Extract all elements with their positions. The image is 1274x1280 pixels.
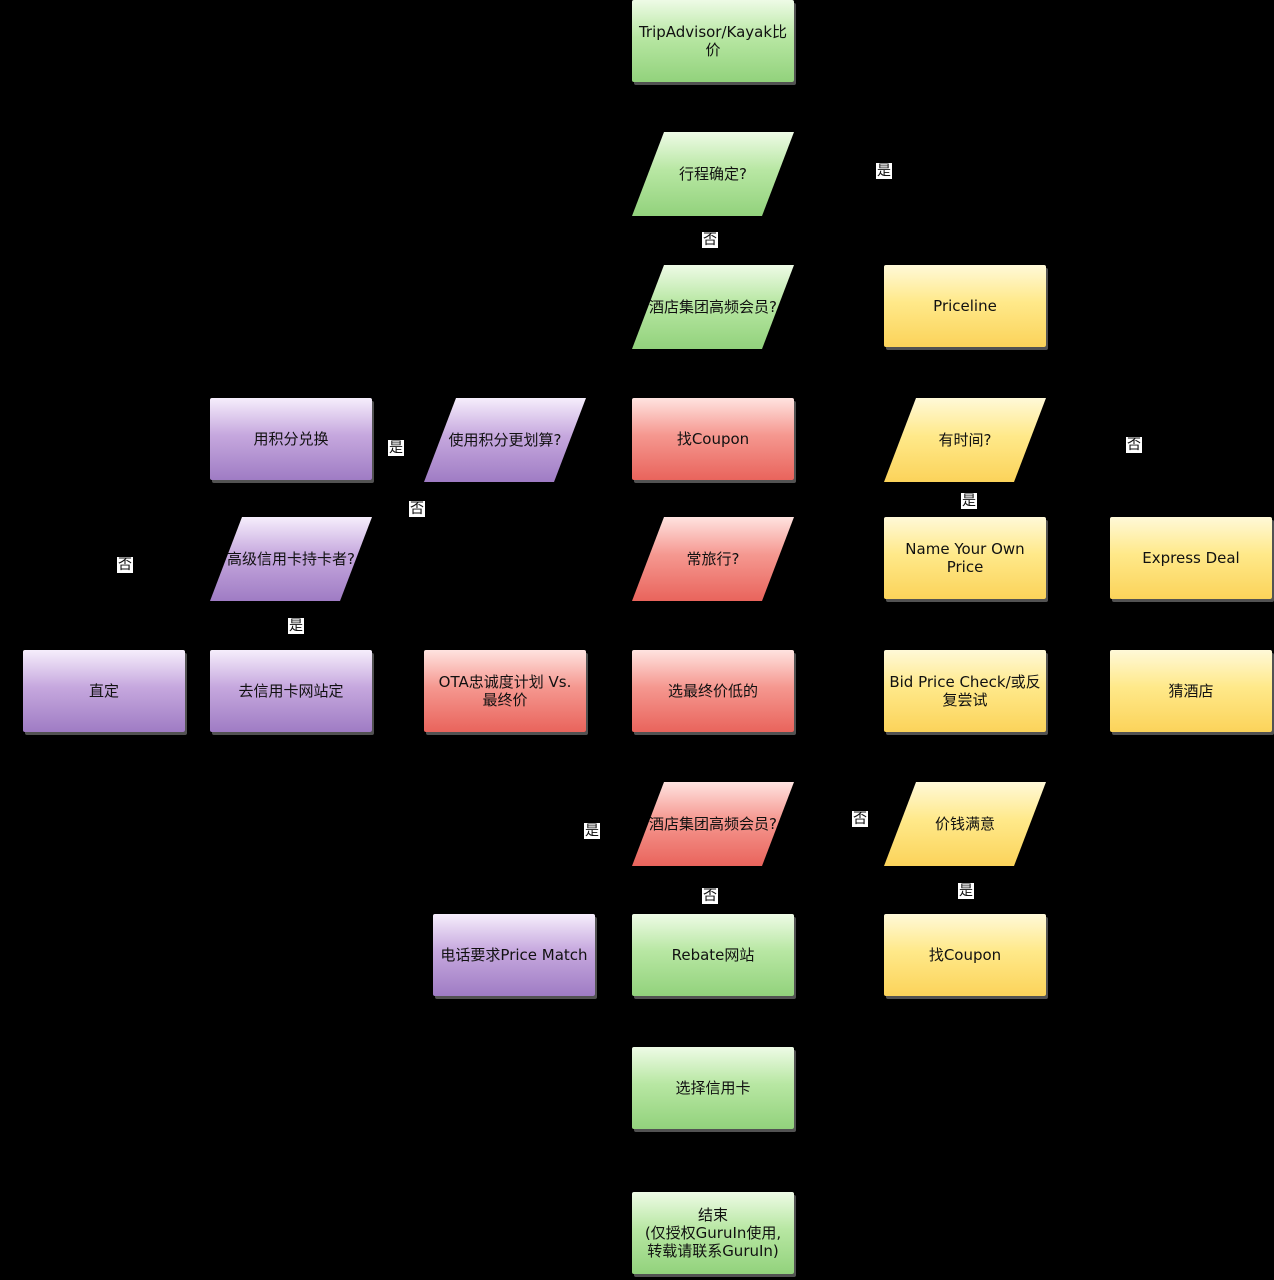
end-node-label: 结束 (仅授权GuruIn使用, 转载请联系GuruIn) [644, 1206, 782, 1260]
edge-label-card-yes: 是 [288, 618, 304, 634]
premium-card-decision: 高级信用卡持卡者? [210, 517, 372, 601]
frequent-travel-decision-label: 常旅行? [686, 550, 740, 568]
edge-label-member2-no: 否 [702, 888, 718, 904]
book-direct-node: 直定 [23, 650, 185, 732]
find-coupon-node-1-label: 找Coupon [676, 430, 750, 448]
frequent-travel-decision: 常旅行? [632, 517, 794, 601]
guess-hotel-node-label: 猜酒店 [1168, 682, 1214, 700]
choose-card-node-label: 选择信用卡 [675, 1079, 751, 1097]
find-coupon-node-2: 找Coupon [884, 914, 1046, 996]
edge-label-time-yes: 是 [961, 493, 977, 509]
edge-label-price-yes: 是 [958, 883, 974, 899]
priceline-node: Priceline [884, 265, 1046, 347]
edge-label-time-no: 否 [1126, 437, 1142, 453]
edge-label-points-no: 否 [409, 501, 425, 517]
ota-loyalty-node-label: OTA忠诚度计划 Vs. 最终价 [438, 673, 572, 709]
redeem-points-node-label: 用积分兑换 [253, 430, 329, 448]
bid-check-node: Bid Price Check/或反 复尝试 [884, 650, 1046, 732]
hotel-member-decision-1: 酒店集团高频会员? [632, 265, 794, 349]
edge-label-itinerary-yes: 是 [876, 163, 892, 179]
book-direct-node-label: 直定 [88, 682, 119, 700]
lowest-price-node-label: 选最终价低的 [667, 682, 758, 700]
edge-label-card-no: 否 [117, 557, 133, 573]
find-coupon-node-1: 找Coupon [632, 398, 794, 480]
have-time-decision: 有时间? [884, 398, 1046, 482]
premium-card-decision-label: 高级信用卡持卡者? [227, 550, 355, 568]
card-site-node-label: 去信用卡网站定 [238, 682, 344, 700]
price-ok-decision-label: 价钱满意 [934, 815, 995, 833]
choose-card-node: 选择信用卡 [632, 1047, 794, 1129]
phone-match-node-label: 电话要求Price Match [440, 946, 588, 964]
express-deal-node-label: Express Deal [1142, 549, 1240, 567]
phone-match-node: 电话要求Price Match [433, 914, 595, 996]
nyop-node: Name Your Own Price [884, 517, 1046, 599]
have-time-decision-label: 有时间? [938, 431, 992, 449]
bid-check-node-label: Bid Price Check/或反 复尝试 [889, 673, 1041, 709]
priceline-node-label: Priceline [933, 297, 997, 315]
edge-label-itinerary-no: 否 [702, 232, 718, 248]
price-ok-decision: 价钱满意 [884, 782, 1046, 866]
ota-loyalty-node: OTA忠诚度计划 Vs. 最终价 [424, 650, 586, 732]
hotel-member-decision-2: 酒店集团高频会员? [632, 782, 794, 866]
lowest-price-node: 选最终价低的 [632, 650, 794, 732]
redeem-points-node: 用积分兑换 [210, 398, 372, 480]
nyop-node-label: Name Your Own Price [905, 540, 1025, 576]
itinerary-decision-label: 行程确定? [679, 165, 747, 183]
points-worth-decision: 使用积分更划算? [424, 398, 586, 482]
hotel-member-decision-1-label: 酒店集团高频会员? [649, 298, 777, 316]
guess-hotel-node: 猜酒店 [1110, 650, 1272, 732]
edge-label-points-yes: 是 [388, 440, 404, 456]
card-site-node: 去信用卡网站定 [210, 650, 372, 732]
find-coupon-node-2-label: 找Coupon [928, 946, 1002, 964]
rebate-node-label: Rebate网站 [671, 946, 755, 964]
edge-label-price-no: 否 [852, 811, 868, 827]
express-deal-node: Express Deal [1110, 517, 1272, 599]
points-worth-decision-label: 使用积分更划算? [448, 431, 562, 449]
edge-label-member2-yes: 是 [584, 823, 600, 839]
start-node-label: TripAdvisor/Kayak比 价 [638, 23, 788, 59]
start-node: TripAdvisor/Kayak比 价 [632, 0, 794, 82]
rebate-node: Rebate网站 [632, 914, 794, 996]
itinerary-decision: 行程确定? [632, 132, 794, 216]
hotel-member-decision-2-label: 酒店集团高频会员? [649, 815, 777, 833]
end-node: 结束 (仅授权GuruIn使用, 转载请联系GuruIn) [632, 1192, 794, 1274]
